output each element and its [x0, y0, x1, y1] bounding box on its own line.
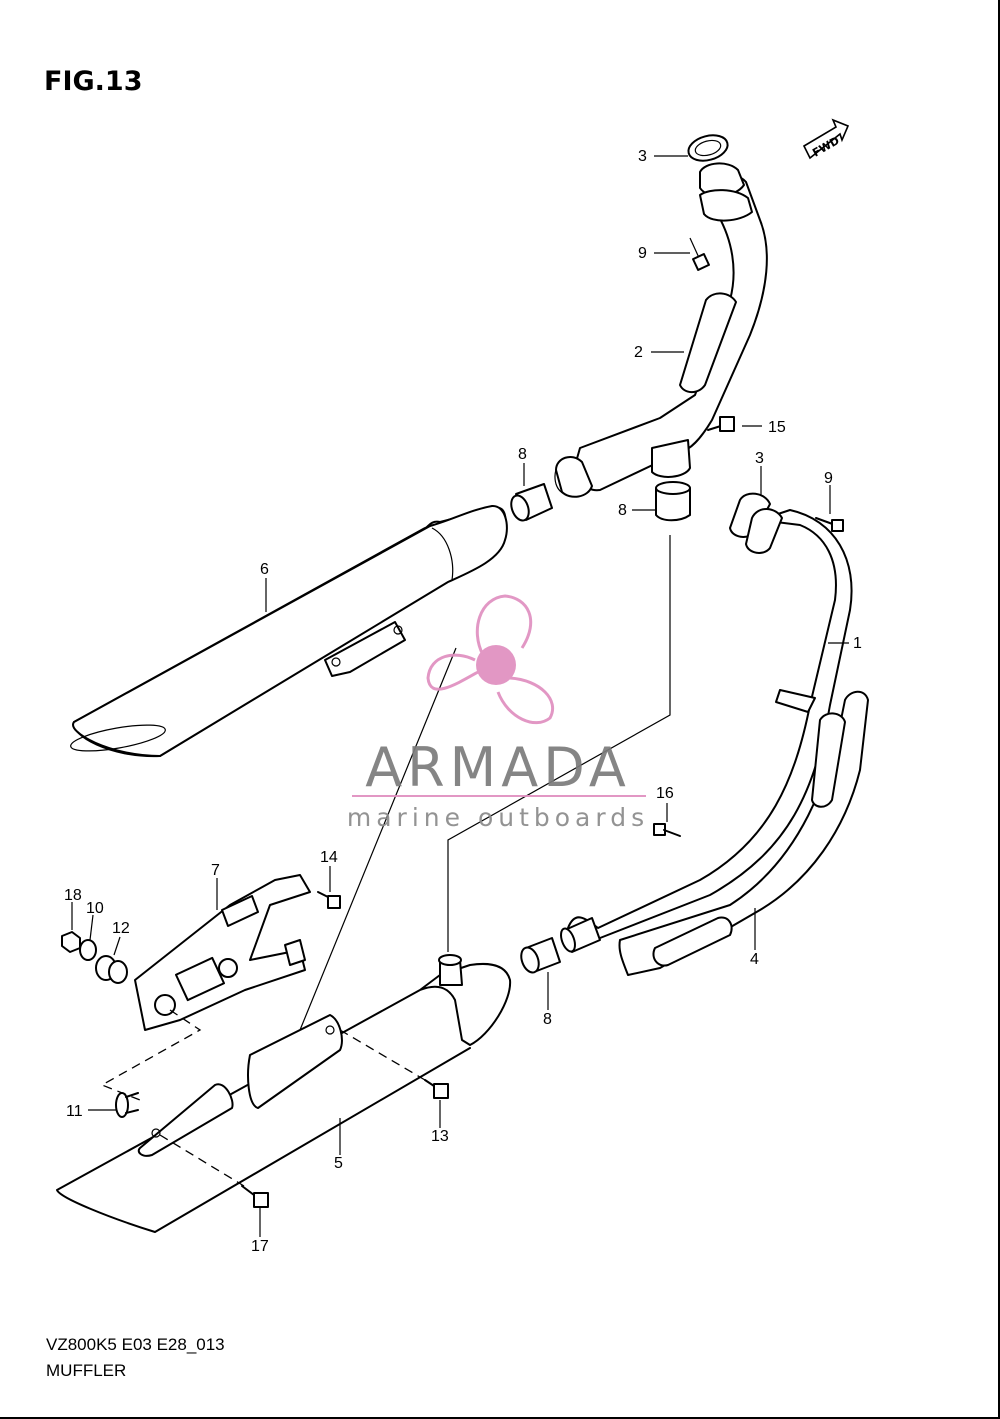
part-8-sleeve-b — [655, 481, 691, 522]
callout-6: 6 — [260, 561, 269, 578]
forward-arrow-icon: FWD — [802, 118, 850, 162]
callout-leaders — [71, 155, 849, 1237]
callout-7: 7 — [211, 862, 220, 879]
diagram-name: MUFFLER — [46, 1361, 126, 1380]
part-5-rear-muffler — [56, 954, 512, 1233]
callout-14: 15 — [768, 419, 786, 436]
assembly-lines — [100, 535, 671, 1187]
part-16-bolt — [653, 823, 681, 837]
part-17-bolt — [241, 1185, 269, 1208]
part-4-heat-shield — [618, 690, 869, 976]
watermark: ARMADA marine outboards — [347, 594, 649, 832]
callout-9-lower: 9 — [824, 470, 833, 487]
part-12-grommet — [95, 955, 128, 984]
part-7-muffler-bracket — [134, 874, 311, 1031]
part-18-nut — [61, 931, 81, 953]
callout-12: 12 — [112, 920, 130, 937]
callout-15: 13 — [431, 1128, 449, 1145]
callout-9-upper: 9 — [638, 245, 647, 262]
part-10-washer — [79, 939, 97, 961]
part-15-bolt — [424, 1079, 449, 1099]
part-8-sleeve-a — [510, 483, 553, 522]
figure-title: FIG.13 — [44, 66, 142, 97]
part-3-gasket-upper — [687, 134, 729, 162]
callout-10: 10 — [86, 900, 104, 917]
callout-1: 1 — [853, 635, 862, 652]
part-9-bolt-lower — [815, 517, 844, 532]
callout-16: 16 — [656, 785, 674, 802]
callout-13: 14 — [320, 849, 338, 866]
part-9-bolt-upper — [689, 237, 710, 271]
callout-18: 18 — [64, 887, 82, 904]
part-3-gasket-lower — [729, 492, 783, 554]
part-13-bolt — [317, 891, 341, 909]
watermark-tagline: marine outboards — [347, 803, 649, 832]
part-11-collar — [115, 1092, 139, 1118]
part-1-rear-exhaust-pipe — [560, 509, 853, 953]
callout-4: 4 — [750, 951, 759, 968]
part-8-sleeve-c — [520, 937, 561, 974]
diagram-code: VZ800K5 E03 E28_013 — [46, 1335, 225, 1354]
callout-11: 11 — [66, 1103, 83, 1120]
watermark-brand: ARMADA — [365, 736, 631, 799]
part-14-bolt — [707, 416, 735, 432]
callout-3-lower: 3 — [755, 450, 764, 467]
callout-8-b: 8 — [618, 502, 627, 519]
part-2-front-exhaust-pipe — [554, 162, 768, 498]
callout-numbers: 3 9 2 15 8 8 3 9 1 6 16 14 7 18 10 12 4 … — [64, 148, 862, 1255]
callout-2: 2 — [634, 344, 643, 361]
callout-17: 17 — [251, 1238, 269, 1255]
callout-8-a: 8 — [518, 446, 527, 463]
callout-3-upper: 3 — [638, 148, 647, 165]
callout-8-c: 8 — [543, 1011, 552, 1028]
propeller-logo-icon — [426, 594, 554, 725]
part-6-front-muffler — [70, 504, 508, 758]
callout-5: 5 — [334, 1155, 343, 1172]
